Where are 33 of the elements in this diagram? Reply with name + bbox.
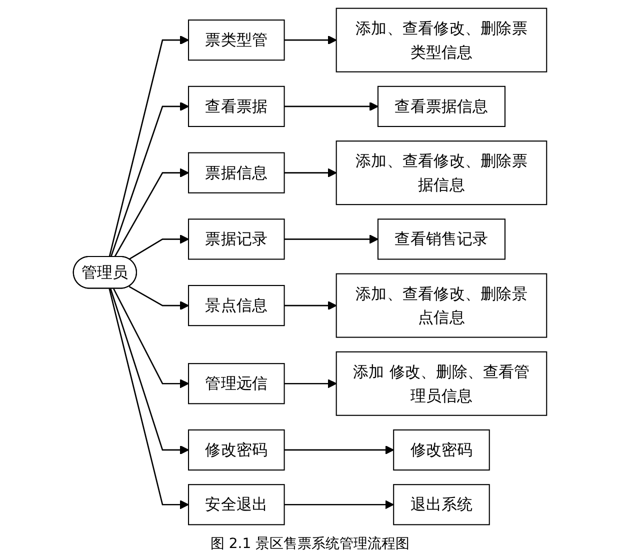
node-box: 添加、查看修改、删除景点信息 <box>336 273 548 338</box>
node-box: 添加、查看修改、删除票据信息 <box>336 140 548 206</box>
node-box: 查看销售记录 <box>377 218 506 260</box>
arrow <box>110 288 189 455</box>
arrow <box>284 300 337 310</box>
arrow <box>284 500 394 510</box>
node-box: 添加、查看修改、删除票类型信息 <box>336 8 548 72</box>
arrow <box>108 288 189 510</box>
node-box: 景点信息 <box>188 284 285 326</box>
node-box: 查看票据信息 <box>377 86 506 127</box>
node-box: 修改密码 <box>188 429 285 471</box>
node-box: 退出系统 <box>393 484 490 526</box>
node-box: 查看票据 <box>188 86 285 127</box>
node-box: 修改密码 <box>393 429 490 471</box>
arrow <box>284 36 337 45</box>
arrow <box>114 168 189 258</box>
figure-caption: 图 2.1 景区售票系统管理流程图 <box>210 535 410 553</box>
node-box: 管理远信 <box>188 363 285 404</box>
node-box: 票类型管 <box>188 20 285 61</box>
node-box: 票据信息 <box>188 152 285 194</box>
arrow <box>284 102 378 112</box>
arrow <box>284 445 394 455</box>
node-box: 安全退出 <box>188 484 285 526</box>
arrow <box>284 234 378 244</box>
arrow <box>113 288 189 388</box>
node-box: 添加 修改、删除、查看管理员信息 <box>336 351 548 416</box>
arrow <box>128 286 189 310</box>
arrow <box>128 234 189 260</box>
arrow <box>284 168 337 178</box>
arrow <box>108 36 189 258</box>
arrow <box>110 102 189 258</box>
node-box: 票据记录 <box>188 218 285 260</box>
arrow <box>284 379 337 388</box>
